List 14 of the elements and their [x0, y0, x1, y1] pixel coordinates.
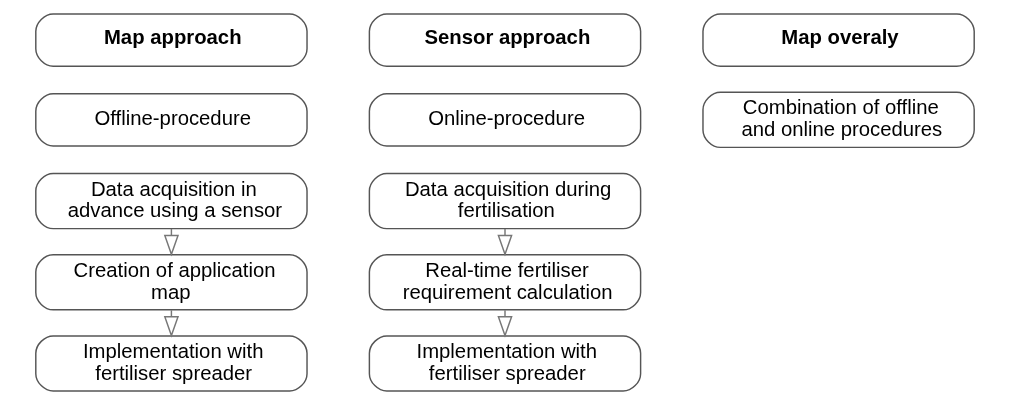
node-box: Offline-procedure — [35, 93, 308, 147]
node-box: Data acquisition during fertilisation — [368, 172, 642, 230]
node-box: Implementation with fertiliser spreader — [368, 335, 642, 392]
node-box: Real-time fertiliser requirement calculation — [368, 254, 642, 311]
node-box: Combination of offline and online procedures — [702, 91, 975, 149]
arrow — [497, 228, 513, 257]
node-box: Sensor approach — [368, 13, 642, 67]
node-box: Map overaly — [702, 13, 975, 67]
node-box: Online-procedure — [368, 93, 642, 147]
node-box: Creation of application map — [35, 254, 308, 311]
node-box: Data acquisition in advance using a sensor — [35, 172, 308, 230]
node-box: Map approach — [35, 13, 308, 67]
node-box: Implementation with fertiliser spreader — [35, 335, 308, 392]
arrow — [497, 309, 513, 338]
